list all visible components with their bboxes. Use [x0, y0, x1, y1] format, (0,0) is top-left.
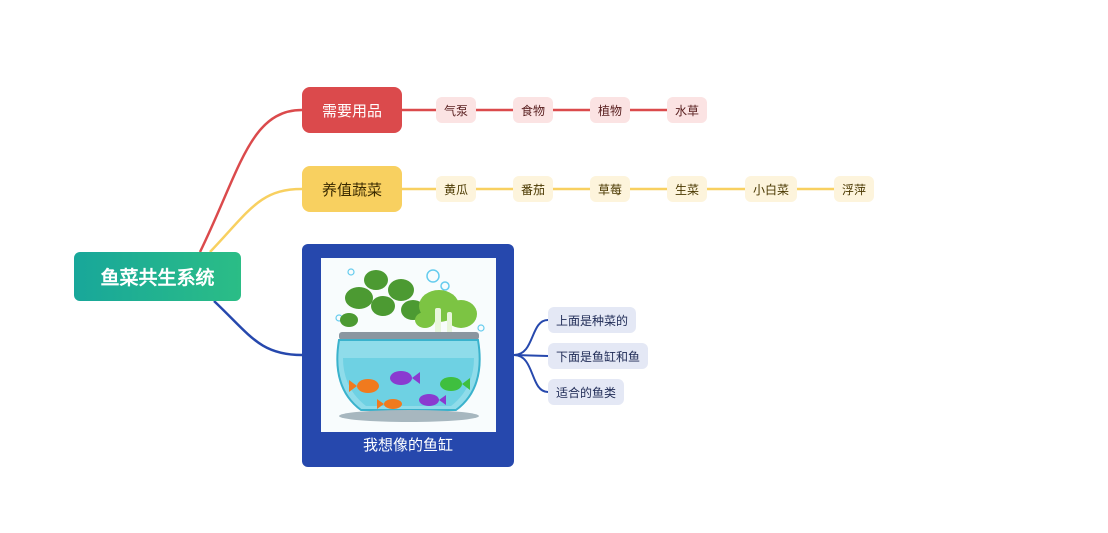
leaf-food[interactable]: 食物 — [513, 97, 554, 123]
link-fishbowl-3 — [513, 354, 549, 393]
leaf-plants[interactable]: 植物 — [590, 97, 631, 123]
branch-supplies[interactable]: 需要用品 — [302, 87, 402, 133]
leaf-bottom-fishtank[interactable]: 下面是鱼缸和鱼 — [548, 343, 649, 369]
leaf-tomato[interactable]: 番茄 — [513, 176, 554, 202]
leaf-strawberry[interactable]: 草莓 — [590, 176, 631, 202]
leaf-bok-choy[interactable]: 小白菜 — [745, 176, 798, 202]
leaf-air-pump[interactable]: 气泵 — [436, 97, 477, 123]
leaf-duckweed[interactable]: 浮萍 — [834, 176, 875, 202]
branch-vegetables[interactable]: 养值蔬菜 — [302, 166, 402, 212]
leaf-suitable-fish[interactable]: 适合的鱼类 — [548, 379, 625, 405]
aquaponics-fishbowl-illustration — [321, 258, 496, 432]
link-root-supplies — [198, 108, 303, 253]
leaf-aquatic-plants[interactable]: 水草 — [667, 97, 708, 123]
link-root-fishbowl — [213, 300, 303, 357]
link-root-vegetables — [209, 187, 303, 253]
leaf-cucumber[interactable]: 黄瓜 — [436, 176, 477, 202]
branch-fishbowl-card[interactable]: 我想像的鱼缸 — [302, 244, 514, 467]
leaf-top-plants[interactable]: 上面是种菜的 — [548, 307, 637, 333]
leaf-lettuce[interactable]: 生菜 — [667, 176, 708, 202]
link-fishbowl-1 — [513, 319, 549, 356]
root-node[interactable]: 鱼菜共生系统 — [74, 252, 241, 301]
fishbowl-caption: 我想像的鱼缸 — [362, 436, 453, 454]
